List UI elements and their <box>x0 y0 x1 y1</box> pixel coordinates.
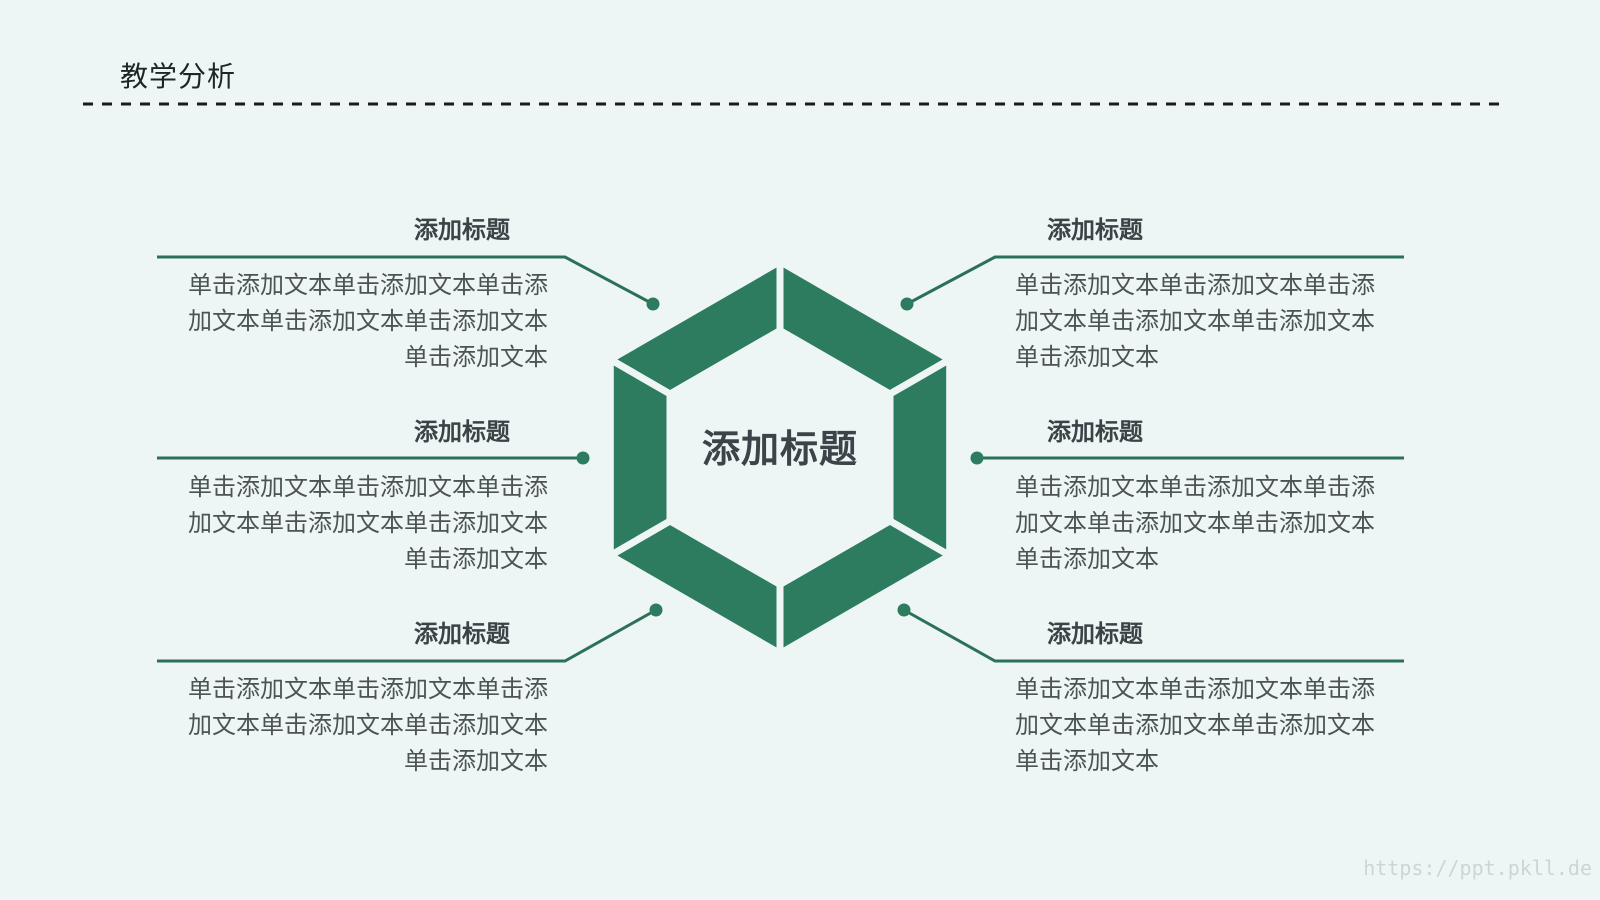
callout-body-line: 单击添加文本单击添加文本单击添 <box>188 676 548 703</box>
callout-left-top: 添加标题 单击添加文本单击添加文本单击添 加文本单击添加文本单击添加文本 单击添… <box>155 216 548 376</box>
callout-left-middle: 添加标题 单击添加文本单击添加文本单击添 加文本单击添加文本单击添加文本 单击添… <box>155 418 548 578</box>
callout-body-line: 单击添加文本 <box>1015 546 1159 573</box>
callout-body-line: 单击添加文本单击添加文本单击添 <box>188 272 548 299</box>
connector-dot-right-top <box>900 297 914 311</box>
watermark-url: https://ppt.pkll.de <box>1363 856 1592 880</box>
callout-body-line: 加文本单击添加文本单击添加文本 <box>1015 510 1375 537</box>
connector-dot-left-top <box>646 297 660 311</box>
connector-line-left-bottom <box>157 608 657 663</box>
callout-body-line: 单击添加文本单击添加文本单击添 <box>188 474 548 501</box>
callout-body-line: 单击添加文本 <box>404 748 548 775</box>
callout-body: 单击添加文本单击添加文本单击添 加文本单击添加文本单击添加文本 单击添加文本 <box>1015 672 1408 780</box>
hexagon-center-title: 添加标题 <box>701 429 858 471</box>
callout-body: 单击添加文本单击添加文本单击添 加文本单击添加文本单击添加文本 单击添加文本 <box>1015 268 1408 376</box>
callout-body-line: 加文本单击添加文本单击添加文本 <box>188 308 548 335</box>
connector-dot-left-bottom <box>649 603 663 617</box>
callout-body-line: 单击添加文本 <box>1015 344 1159 371</box>
callout-body-line: 单击添加文本单击添加文本单击添 <box>1015 474 1375 501</box>
callout-right-middle: 添加标题 单击添加文本单击添加文本单击添 加文本单击添加文本单击添加文本 单击添… <box>1015 418 1408 578</box>
callout-title: 添加标题 <box>1047 419 1143 446</box>
callout-body-line: 单击添加文本 <box>1015 748 1159 775</box>
callout-body-line: 加文本单击添加文本单击添加文本 <box>188 712 548 739</box>
callout-left-bottom: 添加标题 单击添加文本单击添加文本单击添 加文本单击添加文本单击添加文本 单击添… <box>155 620 548 780</box>
callout-body-line: 加文本单击添加文本单击添加文本 <box>1015 308 1375 335</box>
callout-title: 添加标题 <box>414 621 510 648</box>
callout-right-bottom: 添加标题 单击添加文本单击添加文本单击添 加文本单击添加文本单击添加文本 单击添… <box>1015 620 1408 780</box>
connector-line-left-top <box>157 255 654 306</box>
callout-body: 单击添加文本单击添加文本单击添 加文本单击添加文本单击添加文本 单击添加文本 <box>1015 470 1408 578</box>
callout-body-line: 单击添加文本 <box>404 344 548 371</box>
page-title: 教学分析 <box>120 61 237 92</box>
callout-body-line: 加文本单击添加文本单击添加文本 <box>188 510 548 537</box>
callout-body: 单击添加文本单击添加文本单击添 加文本单击添加文本单击添加文本 单击添加文本 <box>155 672 548 780</box>
callout-body-line: 加文本单击添加文本单击添加文本 <box>1015 712 1375 739</box>
connector-line-right-bottom <box>903 608 1404 663</box>
callout-title: 添加标题 <box>1047 621 1143 648</box>
callout-body-line: 单击添加文本单击添加文本单击添 <box>1015 272 1375 299</box>
hexagon-segment-bottom-right <box>776 516 957 660</box>
callout-title: 添加标题 <box>414 419 510 446</box>
callout-body-line: 单击添加文本 <box>404 546 548 573</box>
connector-dot-right-bottom <box>897 603 911 617</box>
connector-line-right-top <box>906 255 1404 306</box>
callout-body-line: 单击添加文本单击添加文本单击添 <box>1015 676 1375 703</box>
callout-title: 添加标题 <box>1047 217 1143 244</box>
connector-dot-right-middle <box>970 451 984 465</box>
callout-body: 单击添加文本单击添加文本单击添 加文本单击添加文本单击添加文本 单击添加文本 <box>155 268 548 376</box>
callout-title: 添加标题 <box>414 217 510 244</box>
hexagon-segment-left <box>606 353 674 562</box>
callout-right-top: 添加标题 单击添加文本单击添加文本单击添 加文本单击添加文本单击添加文本 单击添… <box>1015 216 1408 376</box>
callout-body: 单击添加文本单击添加文本单击添 加文本单击添加文本单击添加文本 单击添加文本 <box>155 470 548 578</box>
connector-dot-left-middle <box>576 451 590 465</box>
